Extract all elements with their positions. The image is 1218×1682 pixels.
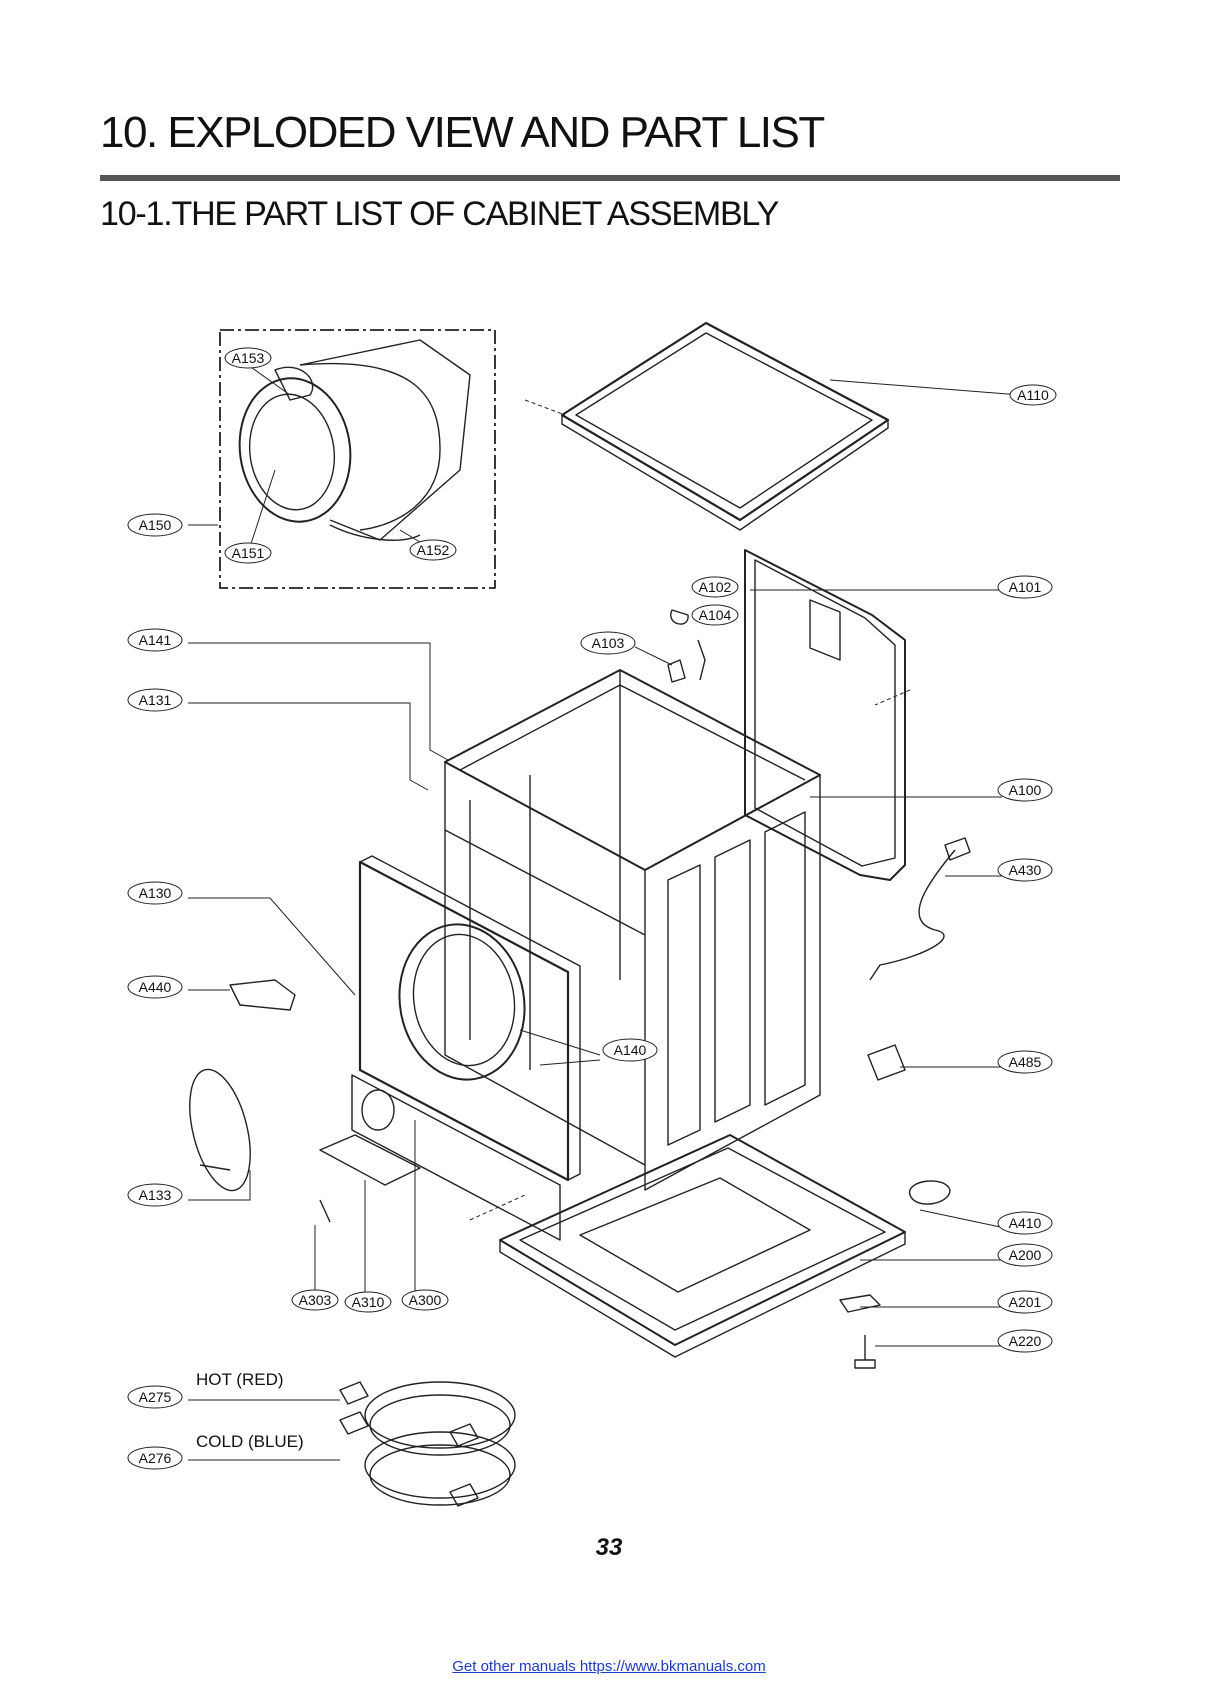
callout-a485: A485 <box>998 1051 1052 1073</box>
callout-a141: A141 <box>128 629 182 651</box>
svg-text:A141: A141 <box>139 632 172 648</box>
top-plate <box>562 323 888 530</box>
svg-text:A276: A276 <box>139 1450 172 1466</box>
footer-manuals-link[interactable]: Get other manuals https://www.bkmanuals.… <box>0 1658 1218 1675</box>
callout-a150: A150 <box>128 514 182 536</box>
svg-text:A152: A152 <box>417 542 450 558</box>
svg-text:A103: A103 <box>592 635 625 651</box>
callout-a151: A151 <box>225 543 271 563</box>
callout-a152: A152 <box>410 540 456 560</box>
callout-a100: A100 <box>998 779 1052 801</box>
base-frame <box>500 1135 905 1357</box>
callout-a104: A104 <box>692 605 738 625</box>
svg-text:A300: A300 <box>409 1292 442 1308</box>
svg-text:A110: A110 <box>1017 387 1049 403</box>
svg-text:A275: A275 <box>139 1389 172 1405</box>
svg-text:A310: A310 <box>352 1294 385 1310</box>
svg-text:A200: A200 <box>1009 1247 1042 1263</box>
callout-a103: A103 <box>581 632 635 654</box>
svg-text:A131: A131 <box>139 692 172 708</box>
hot-hose-label: HOT (RED) <box>196 1370 284 1389</box>
callout-a303: A303 <box>292 1290 338 1310</box>
svg-text:A104: A104 <box>699 607 732 623</box>
svg-text:A150: A150 <box>139 517 172 533</box>
svg-text:A133: A133 <box>139 1187 172 1203</box>
callout-a110: A110 <box>1010 385 1056 405</box>
callout-a275: A275 <box>128 1386 182 1408</box>
svg-text:A485: A485 <box>1009 1054 1042 1070</box>
callout-a410: A410 <box>998 1212 1052 1234</box>
callout-a276: A276 <box>128 1447 182 1469</box>
svg-text:A220: A220 <box>1009 1333 1042 1349</box>
callout-a133: A133 <box>128 1184 182 1206</box>
svg-text:A130: A130 <box>139 885 172 901</box>
svg-text:A100: A100 <box>1009 782 1042 798</box>
callout-a101: A101 <box>998 576 1052 598</box>
callout-a102: A102 <box>692 577 738 597</box>
svg-text:A440: A440 <box>139 979 172 995</box>
svg-text:A102: A102 <box>699 579 732 595</box>
svg-text:A140: A140 <box>614 1042 647 1058</box>
svg-text:A101: A101 <box>1009 579 1042 595</box>
svg-text:A410: A410 <box>1009 1215 1042 1231</box>
callout-a130: A130 <box>128 882 182 904</box>
svg-text:A151: A151 <box>232 545 265 561</box>
callout-a140: A140 <box>603 1039 657 1061</box>
callout-a153: A153 <box>225 348 271 368</box>
callout-a131: A131 <box>128 689 182 711</box>
cabinet-frame <box>445 670 820 1190</box>
callout-a440: A440 <box>128 976 182 998</box>
svg-text:A430: A430 <box>1009 862 1042 878</box>
callout-a201: A201 <box>998 1291 1052 1313</box>
callout-a200: A200 <box>998 1244 1052 1266</box>
svg-text:A201: A201 <box>1009 1294 1042 1310</box>
callout-a300: A300 <box>402 1290 448 1310</box>
svg-text:A303: A303 <box>299 1292 332 1308</box>
svg-text:A153: A153 <box>232 350 265 366</box>
page-number: 33 <box>0 1534 1218 1562</box>
callout-a310: A310 <box>345 1292 391 1312</box>
callout-a430: A430 <box>998 859 1052 881</box>
cold-hose-label: COLD (BLUE) <box>196 1432 304 1451</box>
small-parts <box>179 610 970 1368</box>
callout-a220: A220 <box>998 1330 1052 1352</box>
water-hoses <box>340 1382 515 1506</box>
